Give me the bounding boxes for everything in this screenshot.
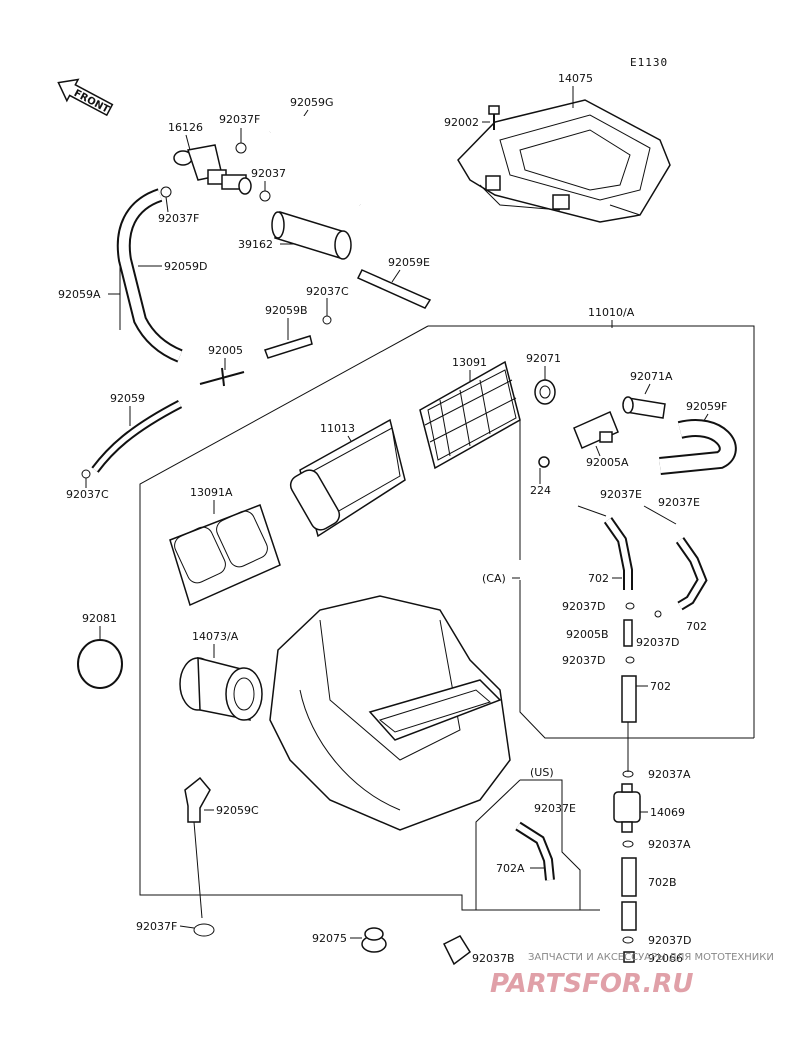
air-valve-16126: [173, 144, 252, 195]
label-702-a: 702: [588, 572, 609, 585]
label-92037D-c: 92037D: [562, 654, 605, 667]
label-14069: 14069: [650, 806, 685, 819]
elbow-92059C: [184, 776, 211, 823]
duct-14073A: [179, 657, 263, 721]
label-92059: 92059: [110, 392, 145, 405]
label-CA: (CA): [482, 572, 506, 585]
ring-92081: [77, 639, 123, 689]
label-92059B: 92059B: [265, 304, 308, 317]
label-14073A: 14073/A: [192, 630, 239, 643]
label-92037D-d: 92037D: [648, 934, 691, 947]
label-92002: 92002: [444, 116, 479, 129]
separator-14069: [613, 783, 641, 833]
label-702A: 702A: [496, 862, 525, 875]
clamp-92037B: [442, 935, 472, 966]
label-92037E-b: 92037E: [658, 496, 700, 509]
front-label: FRONT: [72, 88, 111, 116]
label-92059A: 92059A: [58, 288, 101, 301]
label-702-b: 702: [686, 620, 707, 633]
label-92037A-b: 92037A: [648, 838, 691, 851]
label-92071A: 92071A: [630, 370, 673, 383]
watermark-text: ЗАПЧАСТИ И АКСЕССУАРЫ ДЛЯ МОТОТЕХНИКИ: [528, 952, 774, 963]
label-92005A: 92005A: [586, 456, 629, 469]
label-92037E-a: 92037E: [600, 488, 642, 501]
hose-92059E: [356, 269, 432, 309]
label-92037F-c: 92037F: [136, 920, 177, 933]
screen-13091: [419, 360, 521, 470]
hose-702B: [621, 857, 637, 897]
label-11013: 11013: [320, 422, 355, 435]
label-92005: 92005: [208, 344, 243, 357]
label-92037-a: 92037: [251, 167, 286, 180]
label-702-c: 702: [650, 680, 671, 693]
label-92037F-top: 92037F: [219, 113, 260, 126]
label-702B: 702B: [648, 876, 677, 889]
label-92037C-a: 92037C: [306, 285, 349, 298]
joint-92005A: [573, 410, 619, 450]
screen-13091A: [169, 504, 281, 607]
label-92037C-b: 92037C: [66, 488, 109, 501]
label-92071: 92071: [526, 352, 561, 365]
label-92059E: 92059E: [388, 256, 430, 269]
plug-92066: [623, 951, 635, 963]
diagram-code: E1130: [630, 56, 668, 69]
label-39162: 39162: [238, 238, 273, 251]
airbox-cover: [457, 99, 671, 223]
label-92037D-b: 92037D: [636, 636, 679, 649]
label-92037A-a: 92037A: [648, 768, 691, 781]
air-element-11013: [289, 418, 406, 538]
label-92059G: 92059G: [290, 96, 334, 109]
label-92037D-a: 92037D: [562, 600, 605, 613]
label-92059F: 92059F: [686, 400, 727, 413]
hose-702-c: [621, 675, 637, 723]
label-14075: 14075: [558, 72, 593, 85]
joint-92005: [199, 367, 245, 387]
filter-39162: [271, 211, 352, 260]
label-92081: 92081: [82, 612, 117, 625]
label-92075: 92075: [312, 932, 347, 945]
airbox-housing: [269, 595, 511, 831]
label-11010A: 11010/A: [588, 306, 635, 319]
bolt-icon: [488, 105, 500, 130]
label-92059D: 92059D: [164, 260, 207, 273]
watermark-brand: PARTSFOR.RU: [490, 969, 693, 999]
label-92005B: 92005B: [566, 628, 609, 641]
damper-92075: [361, 927, 387, 953]
label-16126: 16126: [168, 121, 203, 134]
label-92037E-c: 92037E: [534, 802, 576, 815]
label-92059C: 92059C: [216, 804, 259, 817]
label-13091: 13091: [452, 356, 487, 369]
label-92066: 92066: [648, 952, 683, 965]
label-92037B: 92037B: [472, 952, 515, 965]
label-224: 224: [530, 484, 551, 497]
grommet-92071: [534, 379, 556, 405]
front-arrow-icon: FRONT: [57, 78, 114, 117]
label-92037F-b: 92037F: [158, 212, 199, 225]
label-13091A: 13091A: [190, 486, 233, 499]
label-US: (US): [530, 766, 554, 779]
